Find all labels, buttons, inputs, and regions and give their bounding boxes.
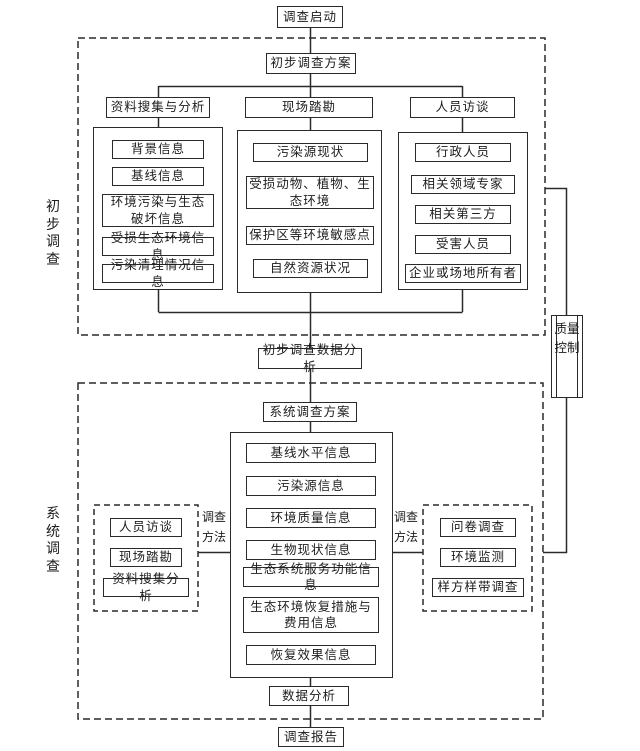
item-method-data-analysis: 资料搜集分析: [103, 572, 189, 603]
node-preliminary-plan: 初步调查方案: [266, 53, 356, 74]
method-left-frame: [93, 504, 199, 612]
label-method-left: 调查方法: [201, 510, 226, 544]
node-start: 调查启动: [277, 6, 343, 28]
qc-top-connector: [545, 187, 568, 315]
item-method-interview: 人员访谈: [110, 518, 182, 537]
node-preliminary-data-analysis: 初步调查数据分析: [258, 343, 362, 374]
item-method-questionnaire: 问卷调查: [440, 518, 516, 537]
item-pollution-source-info: 污染源信息: [246, 476, 376, 496]
branch-header-site-survey: 现场踏勘: [245, 97, 373, 118]
item-background-info: 背景信息: [112, 140, 204, 159]
item-baseline-level-info: 基线水平信息: [246, 443, 376, 463]
item-admin-staff: 行政人员: [415, 143, 511, 162]
item-baseline-info: 基线信息: [112, 167, 204, 186]
preliminary-section-frame: [77, 37, 546, 336]
method-right-frame: [422, 504, 533, 612]
item-ecosystem-service-info: 生态系统服务功能信息: [243, 562, 379, 592]
node-report: 调查报告: [278, 727, 344, 747]
item-pollution-source-status: 污染源现状: [253, 143, 368, 162]
group-site-survey: [237, 130, 382, 293]
item-method-site-survey: 现场踏勘: [110, 548, 182, 567]
item-sensitive-areas: 保护区等环境敏感点: [246, 226, 374, 245]
item-victims: 受害人员: [415, 235, 511, 254]
branch-header-interview: 人员访谈: [410, 97, 515, 118]
qc-right-bar: [577, 316, 578, 397]
group-interview: [398, 132, 528, 290]
group-system-info: [230, 432, 393, 678]
group-data-collection: [93, 127, 223, 290]
node-data-analysis: 数据分析: [269, 686, 349, 706]
item-pollution-damage-info: 环境污染与生态破坏信息: [102, 194, 214, 227]
node-quality-control: 质量控制: [551, 315, 583, 398]
item-natural-resources: 自然资源状况: [253, 259, 368, 278]
section-label-system: 系统调查: [46, 507, 60, 575]
qc-bottom-connector: [543, 398, 568, 554]
item-restoration-effect-info: 恢复效果信息: [246, 645, 376, 665]
item-method-quadrat-survey: 样方样带调查: [432, 578, 524, 597]
node-system-plan: 系统调查方案: [263, 402, 357, 422]
item-site-owners: 企业或场地所有者: [405, 264, 521, 283]
branch-header-data-collection: 资料搜集与分析: [106, 97, 210, 118]
item-cleanup-info: 污染清理情况信息: [102, 258, 214, 289]
qc-label: 质量控制: [554, 322, 580, 355]
item-damaged-flora-fauna: 受损动物、植物、生态环境: [246, 176, 374, 209]
item-env-quality-info: 环境质量信息: [246, 508, 376, 528]
item-field-experts: 相关领域专家: [411, 175, 515, 194]
item-restoration-cost-info: 生态环境恢复措施与费用信息: [243, 597, 379, 633]
qc-left-bar: [556, 316, 557, 397]
section-label-preliminary: 初步调查: [46, 200, 60, 268]
item-third-parties: 相关第三方: [415, 205, 511, 224]
label-method-right: 调查方法: [393, 510, 418, 544]
item-damaged-ecoenv-info: 受损生态环境信息: [102, 231, 214, 262]
item-method-monitoring: 环境监测: [440, 548, 516, 567]
item-bio-status-info: 生物现状信息: [246, 540, 376, 560]
